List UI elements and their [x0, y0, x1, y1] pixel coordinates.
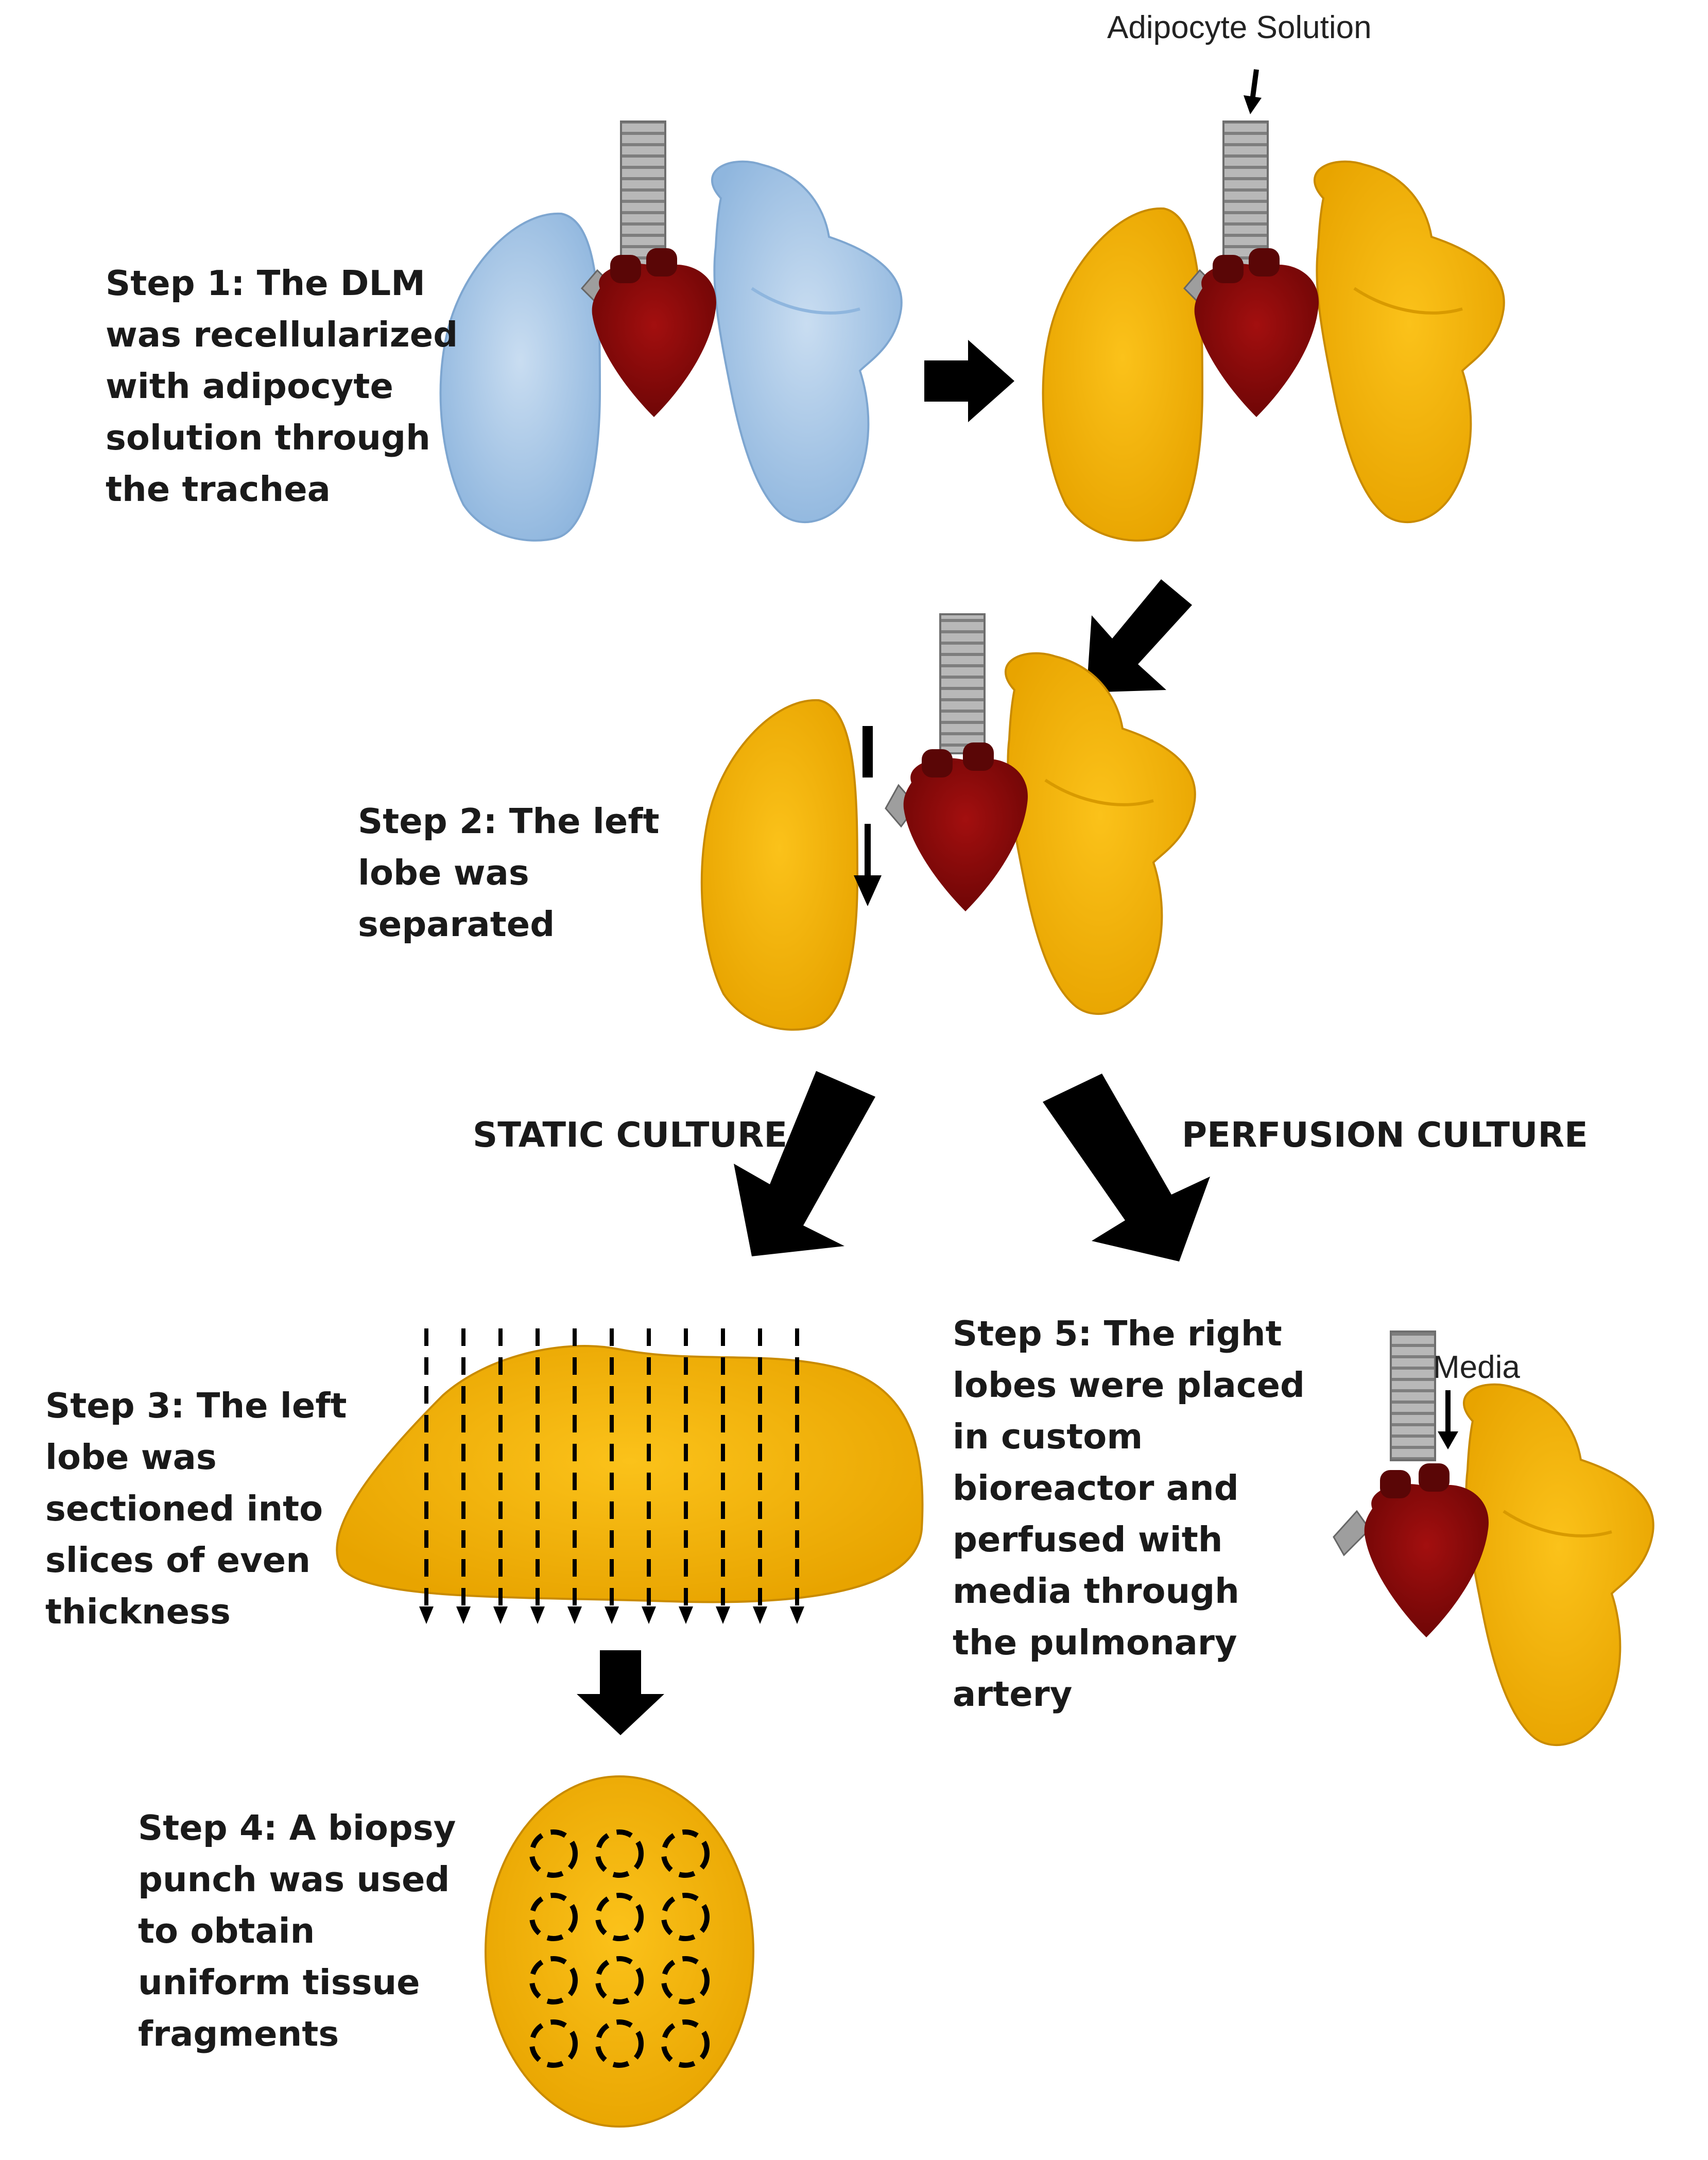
- cut-arrowhead: [790, 1606, 804, 1624]
- arrow-icon: [734, 1071, 875, 1256]
- perfusion-culture-label: PERFUSION CULTURE: [1182, 1115, 1588, 1155]
- lung-right-lobes-decell: [711, 160, 903, 523]
- cut-arrowhead: [716, 1606, 730, 1624]
- lung-right-lobes-separated: [1005, 652, 1196, 1015]
- biopsy-punch: [529, 2019, 578, 2068]
- heart-icon: [1333, 1463, 1489, 1637]
- biopsy-disk: [485, 1775, 754, 2128]
- biopsy-punch: [661, 1829, 710, 1878]
- adipocyte-solution-label: Adipocyte Solution: [1107, 10, 1372, 45]
- lung-left-lobe-decell: [439, 212, 601, 542]
- arrow-icon: [1043, 1074, 1210, 1262]
- biopsy-punch-grid: [529, 1829, 710, 2068]
- biopsy-punch: [595, 2019, 644, 2068]
- biopsy-punch: [595, 1956, 644, 2005]
- biopsy-punch: [529, 1956, 578, 2005]
- cut-arrowhead: [753, 1606, 767, 1624]
- arrow-icon: [1086, 579, 1192, 693]
- cut-arrowhead: [456, 1606, 471, 1624]
- static-culture-label: STATIC CULTURE: [473, 1115, 788, 1155]
- cut-arrowhead: [493, 1606, 508, 1624]
- cut-arrowhead: [642, 1606, 656, 1624]
- trachea-icon: [620, 120, 666, 270]
- biopsy-punch: [529, 1893, 578, 1941]
- biopsy-punch: [595, 1829, 644, 1878]
- cut-arrowhead: [605, 1606, 619, 1624]
- heart-icon: [885, 742, 1028, 911]
- cut-arrowhead: [419, 1606, 434, 1624]
- media-label: Media: [1433, 1350, 1520, 1385]
- lung-left-lobe-recell: [1042, 207, 1204, 542]
- biopsy-punch: [661, 1893, 710, 1941]
- heart-icon: [1183, 248, 1319, 417]
- heart-icon: [580, 248, 716, 417]
- biopsy-punch: [661, 2019, 710, 2068]
- step-4-text: Step 4: A biopsy punch was used to obtai…: [138, 1808, 456, 2054]
- perfusion-lung-group: [1333, 1330, 1654, 1746]
- biopsy-punch: [661, 1956, 710, 2005]
- arrow-icon: [577, 1650, 664, 1735]
- step-5-text: Step 5: The right lobes were placed in c…: [953, 1314, 1305, 1714]
- slice-cut-lines: [419, 1328, 804, 1624]
- cut-line: [862, 726, 873, 777]
- trachea-icon: [1222, 120, 1269, 270]
- cut-arrowhead: [679, 1606, 693, 1624]
- left-lobe-slab: [336, 1328, 924, 1624]
- arrow-icon: [924, 340, 1014, 422]
- decell-lung-group: [439, 120, 903, 542]
- trachea-icon: [939, 613, 986, 754]
- lung-right-lobes-recell: [1314, 160, 1505, 523]
- step-1-text: Step 1: The DLM was recellularized with …: [106, 263, 458, 509]
- biopsy-punch: [529, 1829, 578, 1878]
- step-3-text: Step 3: The left lobe was sectioned into…: [45, 1386, 347, 1632]
- lung-right-lobes-perfusion: [1463, 1383, 1654, 1746]
- recell-lung-group: [1042, 69, 1505, 542]
- separated-lung-group: [700, 613, 1196, 1031]
- trachea-icon: [1390, 1330, 1436, 1461]
- step-2-text: Step 2: The left lobe was separated: [358, 801, 660, 944]
- biopsy-punch: [595, 1893, 644, 1941]
- cut-arrowhead: [567, 1606, 582, 1624]
- cut-arrowhead: [530, 1606, 545, 1624]
- lung-left-lobe-separated: [700, 699, 859, 1031]
